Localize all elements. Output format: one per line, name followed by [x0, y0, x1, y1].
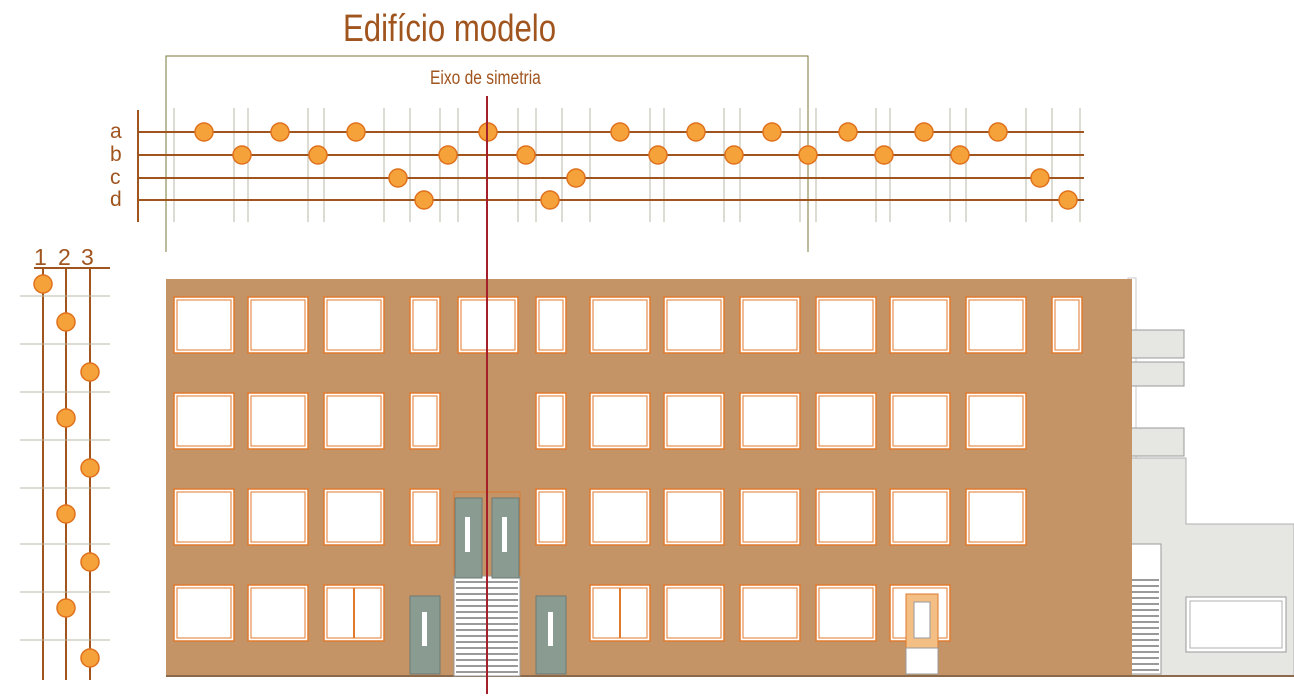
- rhythm-dot-vertical: [80, 648, 100, 668]
- rhythm-dot-b: [874, 145, 894, 165]
- rhythm-dot-vertical: [33, 274, 53, 294]
- rhythm-dot-a: [346, 122, 366, 142]
- rhythm-dots-vertical: [33, 274, 100, 668]
- window: [1051, 296, 1083, 354]
- window: [247, 488, 309, 546]
- rhythm-dot-vertical: [80, 458, 100, 478]
- facade-windows: [173, 296, 1083, 642]
- rhythm-dot-b: [798, 145, 818, 165]
- window: [173, 584, 235, 642]
- window: [247, 392, 309, 450]
- rhythm-dot-vertical: [56, 598, 76, 618]
- rhythm-dot-d: [540, 190, 560, 210]
- window: [815, 488, 877, 546]
- window: [663, 296, 725, 354]
- window: [739, 296, 801, 354]
- window-grid-lines: [173, 108, 1081, 222]
- window: [889, 392, 951, 450]
- window: [589, 584, 651, 642]
- rhythm-dot-vertical: [56, 504, 76, 524]
- window: [323, 296, 385, 354]
- rhythm-dot-d: [414, 190, 434, 210]
- rhythm-dot-c: [566, 168, 586, 188]
- window: [323, 584, 385, 642]
- window: [409, 296, 441, 354]
- window: [739, 488, 801, 546]
- window: [815, 392, 877, 450]
- window: [535, 296, 567, 354]
- window: [323, 488, 385, 546]
- rhythm-dot-vertical: [80, 362, 100, 382]
- window: [889, 296, 951, 354]
- rhythm-dot-b: [724, 145, 744, 165]
- annex-window: [1185, 596, 1287, 653]
- rhythm-dots-horizontal: [194, 122, 1078, 210]
- rhythm-dot-c: [1030, 168, 1050, 188]
- rhythm-dot-vertical: [80, 552, 100, 572]
- rhythm-dot-b: [648, 145, 668, 165]
- window: [889, 488, 951, 546]
- balcony-upper: [1129, 329, 1185, 359]
- row-label-c: c: [110, 166, 121, 189]
- rhythm-dot-a: [762, 122, 782, 142]
- ground-doors: [409, 593, 939, 675]
- rhythm-dot-a: [270, 122, 290, 142]
- window: [965, 296, 1027, 354]
- rhythm-dot-b: [950, 145, 970, 165]
- rhythm-dot-d: [1058, 190, 1078, 210]
- row-label-b: b: [110, 143, 122, 166]
- window: [663, 584, 725, 642]
- rhythm-dot-b: [232, 145, 252, 165]
- rhythm-dot-b: [308, 145, 328, 165]
- diagram-title: Edifício modelo: [343, 8, 557, 50]
- rhythm-dot-a: [686, 122, 706, 142]
- rhythm-dot-vertical: [56, 312, 76, 332]
- window: [589, 392, 651, 450]
- window: [535, 392, 567, 450]
- column-label-3: 3: [81, 244, 94, 270]
- window: [173, 392, 235, 450]
- rhythm-dot-a: [988, 122, 1008, 142]
- rhythm-dot-a: [194, 122, 214, 142]
- window: [663, 488, 725, 546]
- rhythm-dot-a: [838, 122, 858, 142]
- rhythm-dot-b: [516, 145, 536, 165]
- column-label-2: 2: [58, 244, 71, 270]
- column-label-1: 1: [34, 244, 47, 270]
- window: [409, 488, 441, 546]
- rhythm-dot-a: [914, 122, 934, 142]
- rhythm-dot-a: [610, 122, 630, 142]
- window: [589, 296, 651, 354]
- symmetry-axis-label: Eixo de simetria: [430, 68, 541, 89]
- window: [247, 584, 309, 642]
- window: [173, 296, 235, 354]
- rhythm-dot-b: [438, 145, 458, 165]
- window: [173, 488, 235, 546]
- window: [815, 296, 877, 354]
- window: [663, 392, 725, 450]
- window: [739, 392, 801, 450]
- rhythm-dot-c: [388, 168, 408, 188]
- window: [815, 584, 877, 642]
- window: [589, 488, 651, 546]
- window: [247, 296, 309, 354]
- row-label-d: d: [110, 188, 122, 211]
- window: [965, 392, 1027, 450]
- rhythm-dot-vertical: [56, 408, 76, 428]
- window: [965, 488, 1027, 546]
- balcony-lower: [1129, 427, 1185, 457]
- window: [739, 584, 801, 642]
- window: [409, 392, 441, 450]
- window: [323, 392, 385, 450]
- window: [535, 488, 567, 546]
- row-label-a: a: [110, 120, 122, 143]
